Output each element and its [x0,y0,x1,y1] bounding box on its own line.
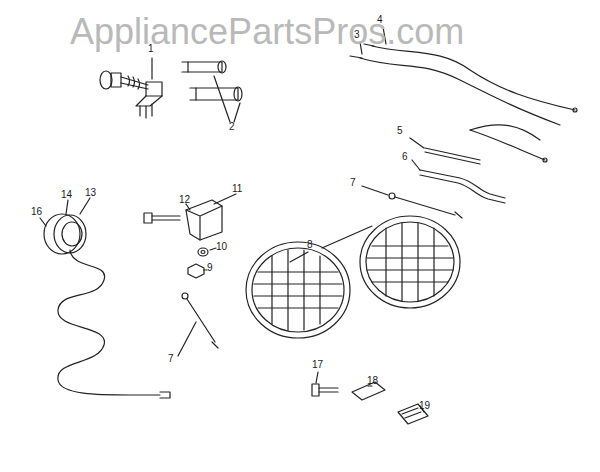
callout-number: 10 [216,242,227,252]
strip-part [412,160,505,203]
callout-number: 8 [307,240,313,250]
hardware-set [312,372,428,424]
sealed-lamp [246,216,460,338]
callout-number: 6 [402,152,408,162]
callout-number: 19 [419,401,430,411]
mount-bracket [144,194,236,278]
callout-number: 5 [397,126,403,136]
ground-cable [362,186,462,218]
callout-number: 16 [31,207,42,217]
ground-cable [178,293,218,356]
callout-number: 11 [232,184,242,194]
callout-number: 17 [312,360,323,370]
callout-number: 4 [377,15,383,25]
switch-part [100,58,162,118]
callout-number: 14 [61,190,72,200]
callout-number: 13 [85,188,96,198]
callout-number: 18 [367,376,378,386]
callout-number: 2 [229,122,235,132]
rod-part [410,138,480,164]
callout-number: 7 [168,354,174,364]
callout-number: 1 [148,44,154,54]
clip-pair [182,61,242,122]
callout-number: 12 [179,195,190,205]
watermark: AppliancePartsPros.com [70,14,464,50]
callout-number: 3 [354,30,360,40]
callout-number: 7 [350,178,356,188]
marker-lamp [40,198,170,398]
callout-number: 9 [207,263,213,273]
